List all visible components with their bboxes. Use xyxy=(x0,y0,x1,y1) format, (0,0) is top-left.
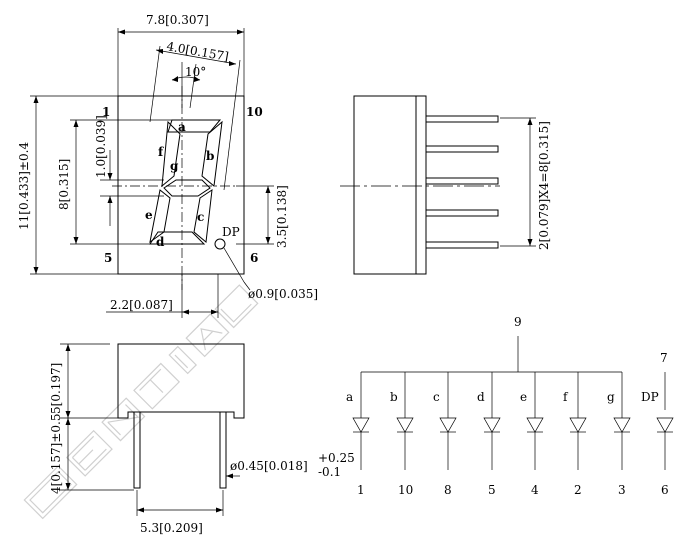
seg-g-label: g xyxy=(170,159,179,173)
diode-f: f2 xyxy=(563,372,587,497)
segment-e xyxy=(149,189,171,244)
angle-text: 10° xyxy=(185,65,206,79)
seg-e-label: e xyxy=(145,208,153,222)
profile-pin-right xyxy=(219,411,227,489)
body-height-dim-text: 5[0.197] xyxy=(49,363,63,414)
profile-body-outline xyxy=(117,343,245,419)
diode-pin-label: 2 xyxy=(574,483,582,497)
diode-a: a1 xyxy=(346,372,370,497)
diode-pin-label: 8 xyxy=(444,483,452,497)
pin6-label: 6 xyxy=(250,251,258,265)
lower-dim-text: 3.5[0.138] xyxy=(275,185,289,248)
front-view: 7.8[0.307] 4.0[0.157] 10° 1 10 5 6 a b xyxy=(17,13,318,318)
diode-g: g3 xyxy=(607,372,631,497)
diode-d: d5 xyxy=(477,372,501,497)
decimal-point xyxy=(214,238,226,250)
seg-b-label: b xyxy=(206,149,214,163)
seg-f-label: f xyxy=(158,145,164,159)
pin-tol-plus: +0.25 xyxy=(318,451,355,465)
diode-label: c xyxy=(433,390,440,404)
pin5-label: 5 xyxy=(104,251,112,265)
pin10-label: 10 xyxy=(246,105,263,119)
side-body-outline xyxy=(353,95,417,275)
diode-e: e4 xyxy=(520,372,544,497)
diode-c: c8 xyxy=(433,372,457,497)
front-body-outline xyxy=(117,95,245,275)
diode-symbol xyxy=(439,417,457,433)
segment-f xyxy=(161,120,181,188)
diode-label: d xyxy=(477,390,485,404)
side-pins xyxy=(426,115,499,249)
diode-pin-label: 3 xyxy=(618,483,626,497)
diode-label: g xyxy=(607,390,615,404)
thickness-dim-text: 1.0[0.039] xyxy=(94,115,108,178)
diode-label: a xyxy=(346,390,353,404)
watermark xyxy=(23,284,259,520)
diode-symbol xyxy=(483,417,501,433)
segment-width-dim-text: 4.0[0.157] xyxy=(165,39,229,64)
segment-g xyxy=(163,179,211,197)
diode-label: e xyxy=(520,390,527,404)
seg-d-label: d xyxy=(156,235,165,249)
height-dim-text: 11[0.433]±0.4 xyxy=(17,142,31,230)
common-pin-label: 9 xyxy=(514,315,522,329)
digit-height-dim-text: 8[0.315] xyxy=(57,159,71,210)
segment-b xyxy=(201,120,223,187)
diode-symbol xyxy=(569,417,587,433)
diode-symbol xyxy=(526,417,544,433)
dp-label: DP xyxy=(222,225,240,239)
side-view: 2[0.079]X4=8[0.315] xyxy=(340,95,551,275)
dp-diameter-text: ø0.9[0.035] xyxy=(248,287,318,301)
diode-label: DP xyxy=(641,390,659,404)
row-spacing-dim-text: 5.3[0.209] xyxy=(140,521,203,535)
pin-offset-text: 2.2[0.087] xyxy=(110,298,173,312)
diode-pin-label: 5 xyxy=(488,483,496,497)
diode-dp: DP 6 xyxy=(641,390,674,497)
diode-pin-label: 6 xyxy=(661,483,669,497)
diode-symbol xyxy=(613,417,631,433)
profile-view: 5[0.197] 4[0.157]±0.5 ø0.45[0.018] +0.25… xyxy=(49,343,355,535)
diode-symbol xyxy=(656,417,674,433)
pitch-dim-text: 2[0.079]X4=8[0.315] xyxy=(537,121,551,250)
seg-c-label: c xyxy=(197,210,204,224)
pin-length-dim-text: 4[0.157]±0.5 xyxy=(49,414,63,495)
diode-label: b xyxy=(390,390,398,404)
pin1-label: 1 xyxy=(102,105,110,119)
diode-pin-label: 10 xyxy=(398,483,413,497)
diode-label: f xyxy=(563,390,569,404)
width-dim-text: 7.8[0.307] xyxy=(146,13,209,27)
diode-b: b 10 xyxy=(390,372,414,497)
segment-c xyxy=(193,188,213,243)
diode-pin-label: 4 xyxy=(531,483,539,497)
pin-tol-minus: -0.1 xyxy=(318,465,341,479)
profile-pin-left xyxy=(133,411,141,489)
dp-common-pin-label: 7 xyxy=(660,351,668,365)
segment-d xyxy=(149,231,206,245)
diode-symbol xyxy=(352,417,370,433)
seven-segment-digit xyxy=(149,119,226,250)
diode-symbol xyxy=(396,417,414,433)
diode-pin-label: 1 xyxy=(357,483,365,497)
pin-diameter-dim-text: ø0.45[0.018] xyxy=(230,459,308,473)
